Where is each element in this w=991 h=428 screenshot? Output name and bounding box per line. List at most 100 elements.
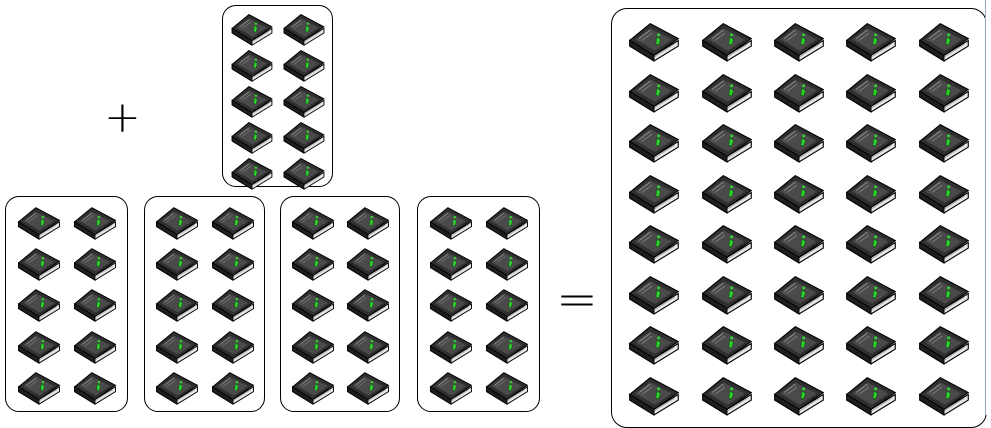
book-icon	[763, 268, 835, 319]
book-icon	[618, 217, 690, 268]
book-icon	[67, 201, 123, 242]
book-icon	[423, 325, 479, 366]
book-icon	[11, 283, 67, 324]
book-icon	[835, 318, 907, 369]
top-book-grid	[226, 10, 330, 190]
book-icon	[340, 242, 395, 283]
book-icon	[835, 15, 907, 66]
book-icon	[908, 217, 980, 268]
book-icon	[835, 116, 907, 167]
book-icon	[340, 366, 395, 407]
book-icon	[479, 325, 535, 366]
book-icon	[618, 167, 690, 218]
book-icon	[149, 283, 205, 324]
book-icon	[763, 217, 835, 268]
book-icon	[835, 217, 907, 268]
bottom-book-grid-4	[423, 201, 535, 407]
book-icon	[690, 268, 762, 319]
equals-sign: =	[556, 270, 598, 328]
book-icon	[763, 15, 835, 66]
book-icon	[690, 167, 762, 218]
bottom-book-group-2	[144, 196, 265, 412]
book-icon	[690, 116, 762, 167]
book-icon	[690, 217, 762, 268]
book-icon	[908, 116, 980, 167]
book-icon	[763, 369, 835, 420]
bottom-book-grid-3	[285, 201, 395, 407]
book-icon	[11, 366, 67, 407]
book-icon	[618, 116, 690, 167]
book-icon	[11, 325, 67, 366]
book-icon	[285, 325, 340, 366]
book-icon	[278, 46, 330, 82]
book-icon	[67, 366, 123, 407]
book-icon	[149, 325, 205, 366]
book-icon	[618, 15, 690, 66]
book-icon	[908, 318, 980, 369]
book-icon	[763, 167, 835, 218]
book-icon	[226, 46, 278, 82]
book-icon	[618, 268, 690, 319]
book-icon	[226, 82, 278, 118]
book-icon	[205, 283, 261, 324]
book-icon	[763, 116, 835, 167]
book-icon	[618, 66, 690, 117]
book-icon	[149, 242, 205, 283]
book-icon	[205, 325, 261, 366]
book-icon	[763, 66, 835, 117]
book-icon	[11, 201, 67, 242]
bottom-book-group-4	[417, 196, 540, 412]
book-icon	[908, 268, 980, 319]
book-icon	[690, 369, 762, 420]
book-icon	[908, 66, 980, 117]
plus-sign: +	[104, 92, 141, 143]
book-icon	[618, 318, 690, 369]
book-icon	[618, 369, 690, 420]
book-icon	[479, 201, 535, 242]
bottom-book-grid-1	[11, 201, 123, 407]
book-icon	[423, 242, 479, 283]
book-icon	[835, 268, 907, 319]
book-icon	[340, 283, 395, 324]
book-icon	[278, 118, 330, 154]
book-icon	[908, 167, 980, 218]
book-icon	[479, 242, 535, 283]
book-icon	[690, 318, 762, 369]
bottom-book-grid-2	[149, 201, 261, 407]
book-icon	[423, 283, 479, 324]
book-icon	[226, 154, 278, 190]
book-icon	[67, 325, 123, 366]
book-icon	[690, 66, 762, 117]
book-icon	[423, 201, 479, 242]
book-icon	[908, 15, 980, 66]
book-icon	[835, 369, 907, 420]
book-icon	[690, 15, 762, 66]
book-icon	[278, 10, 330, 46]
book-icon	[479, 283, 535, 324]
book-icon	[278, 82, 330, 118]
book-icon	[285, 283, 340, 324]
window-edge	[985, 0, 991, 415]
book-icon	[835, 167, 907, 218]
book-icon	[340, 325, 395, 366]
book-icon	[285, 366, 340, 407]
book-icon	[835, 66, 907, 117]
book-icon	[11, 242, 67, 283]
book-icon	[285, 242, 340, 283]
book-icon	[67, 242, 123, 283]
book-icon	[285, 201, 340, 242]
book-icon	[763, 318, 835, 369]
book-icon	[423, 366, 479, 407]
book-icon	[908, 369, 980, 420]
book-icon	[340, 201, 395, 242]
book-icon	[205, 366, 261, 407]
top-book-group	[222, 5, 333, 190]
result-book-grid	[618, 15, 980, 419]
book-icon	[205, 201, 261, 242]
bottom-book-group-3	[280, 196, 400, 412]
bottom-book-group-1	[5, 196, 128, 412]
book-icon	[278, 154, 330, 190]
book-icon	[205, 242, 261, 283]
book-icon	[149, 366, 205, 407]
book-icon	[67, 283, 123, 324]
